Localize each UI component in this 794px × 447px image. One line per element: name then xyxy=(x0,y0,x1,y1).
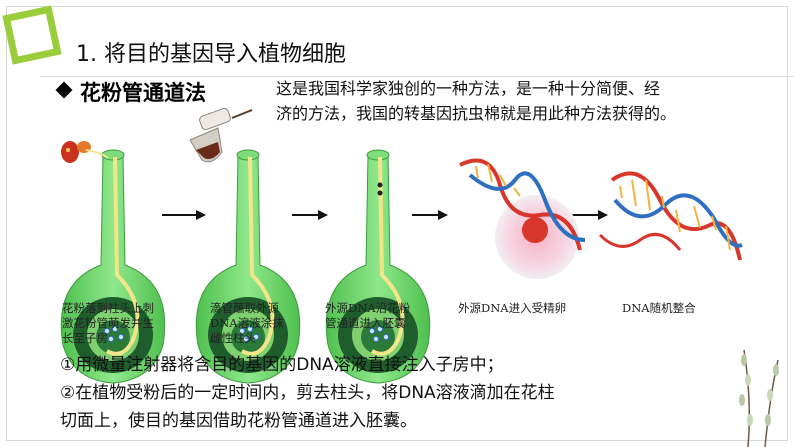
caption-line: 外源DNA沿花粉 xyxy=(325,301,410,316)
fertilized-egg-dna xyxy=(460,161,585,280)
caption-line: DNA溶液涂抹 xyxy=(210,316,284,331)
arrow-icon xyxy=(162,210,206,220)
step-caption: 外源DNA沿花粉 管通道进入胚囊 xyxy=(325,301,410,331)
pistil-step1 xyxy=(61,150,164,383)
pistil-step3 xyxy=(326,150,429,383)
caption-line: 激花粉管萌发并生 xyxy=(62,316,154,331)
dna-integration-helix xyxy=(600,173,742,260)
arrow-icon xyxy=(412,210,448,220)
pistil-step2 xyxy=(196,150,299,383)
note-line: 切面上，使目的基因借助花粉管通道进入胚囊。 xyxy=(60,406,417,431)
caption-line: 雌性柱头 xyxy=(210,331,284,346)
note-line: ②在植物受粉后的一定时间内，剪去柱头，将DNA溶液滴加在花柱 xyxy=(60,378,555,403)
caption-line: 花粉落到柱头上刺 xyxy=(62,301,154,316)
step-caption: 滴管蘸取外源 DNA溶液涂抹 雌性柱头 xyxy=(210,301,284,346)
willow-branch-decoration xyxy=(739,350,779,447)
caption-line: 管通道进入胚囊 xyxy=(325,316,410,331)
step-caption: 花粉落到柱头上刺 激花粉管萌发并生 长至子房 xyxy=(62,301,154,346)
caption-line: 长至子房 xyxy=(62,331,154,346)
note-line: ①用微量注射器将含目的基因的DNA溶液直接注入子房中； xyxy=(60,350,504,375)
arrow-icon xyxy=(572,210,608,220)
pollen-grain-icon xyxy=(61,141,108,163)
step-caption: DNA随机整合 xyxy=(622,301,696,316)
arrow-icon xyxy=(292,210,328,220)
step-caption: 外源DNA进入受精卵 xyxy=(458,301,566,316)
caption-line: 滴管蘸取外源 xyxy=(210,301,284,316)
caption-line: DNA随机整合 xyxy=(622,301,696,316)
caption-line: 外源DNA进入受精卵 xyxy=(458,301,566,316)
